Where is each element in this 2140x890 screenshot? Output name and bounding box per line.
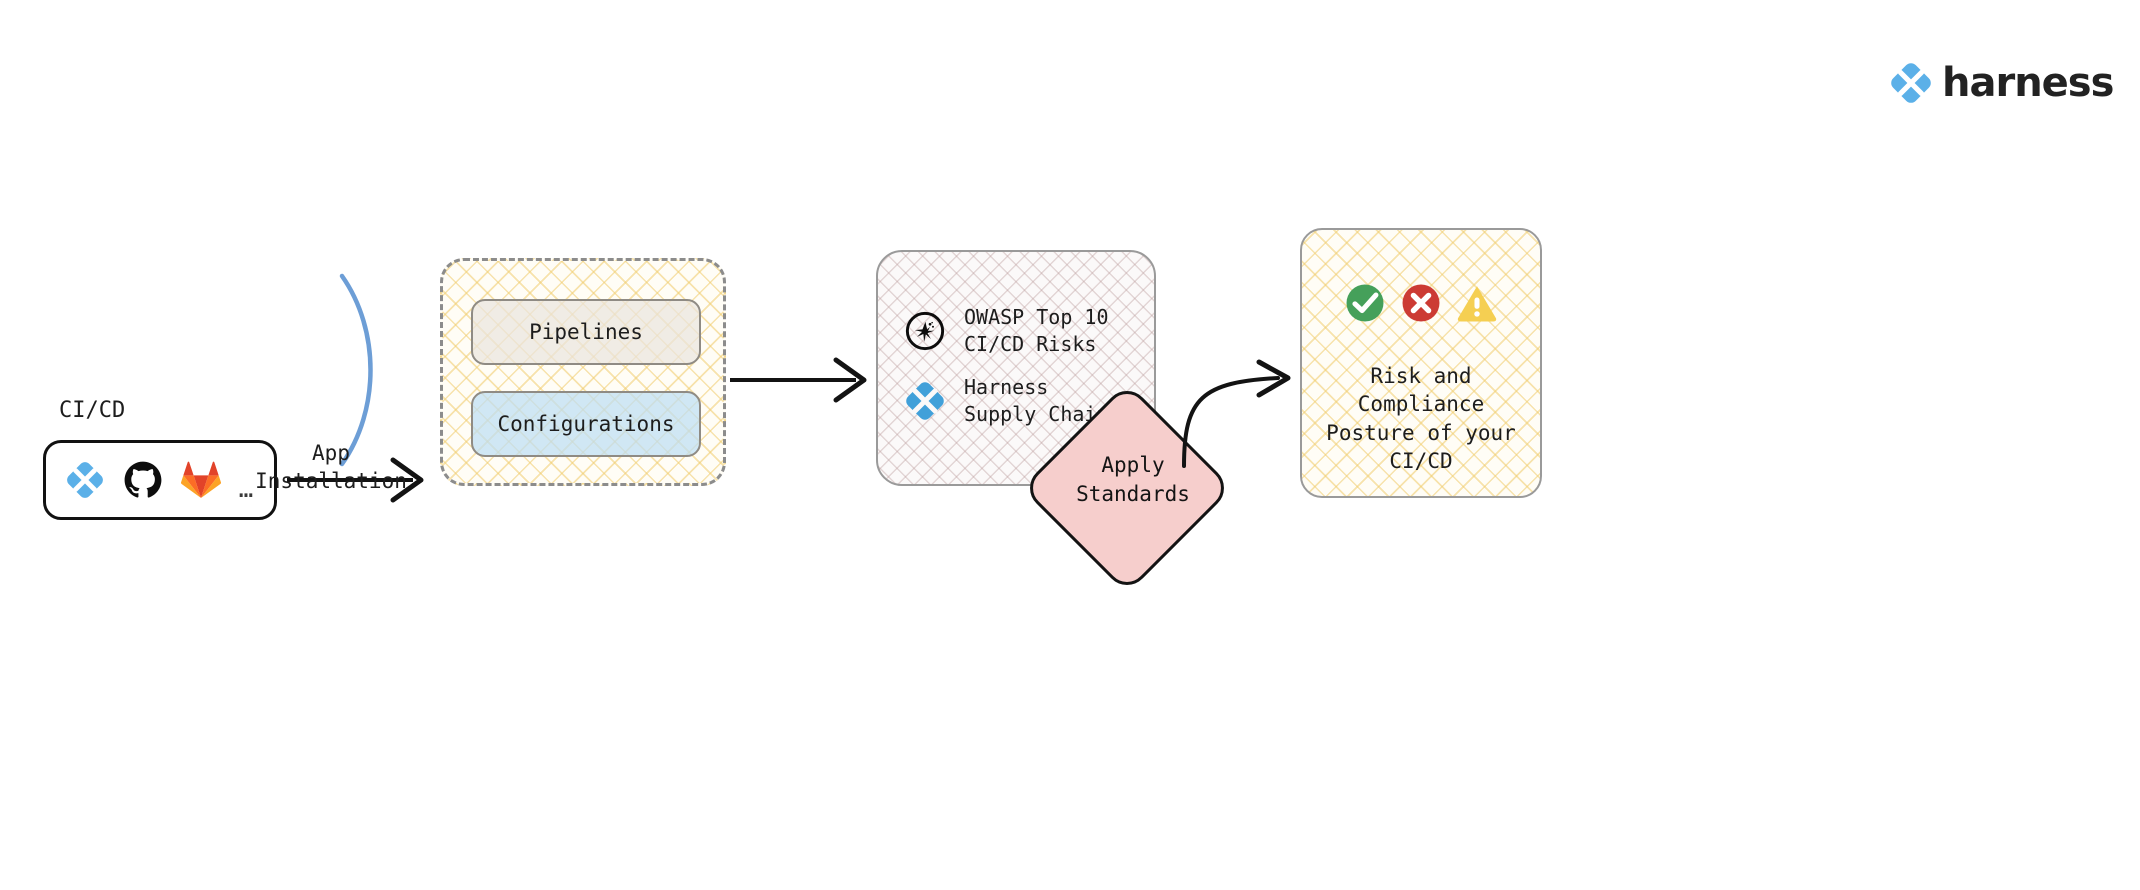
github-icon [124, 461, 162, 498]
harness-brand-logo: harness [1890, 60, 2114, 106]
check-circle-icon [1346, 284, 1384, 322]
standard-owasp-line1: OWASP Top 10 [964, 305, 1109, 329]
arrow-source-to-artifacts [287, 457, 424, 503]
gitlab-icon [180, 461, 221, 498]
result-container: Risk and Compliance Posture of your CI/C… [1300, 228, 1542, 498]
standard-owasp: OWASP Top 10 CI/CD Risks [904, 304, 1109, 358]
standard-owasp-line2: CI/CD Risks [964, 332, 1097, 356]
standard-harness-line1: Harness [964, 375, 1049, 399]
card-pipelines-label: Pipelines [529, 320, 643, 344]
card-configurations[interactable]: Configurations [471, 391, 701, 457]
cicd-tools-box: … [43, 440, 277, 520]
artifacts-container: Pipelines Configurations [440, 258, 726, 486]
harness-icon [66, 462, 103, 498]
apply-standards-line2: Standards [1076, 481, 1190, 506]
cicd-caption: CI/CD [59, 398, 126, 423]
harness-icon [906, 382, 944, 420]
card-configurations-label: Configurations [497, 412, 675, 436]
error-circle-icon [1402, 284, 1440, 322]
status-icon-group [1302, 282, 1540, 324]
app-installation-line2: Installation [255, 468, 407, 493]
app-installation-line1: App [312, 441, 350, 465]
standard-owasp-text: OWASP Top 10 CI/CD Risks [964, 304, 1109, 358]
owasp-icon [905, 311, 945, 351]
apply-standards-line1: Apply [1101, 453, 1165, 477]
warning-triangle-icon [1457, 286, 1497, 322]
card-pipelines[interactable]: Pipelines [471, 299, 701, 365]
more-tools-ellipsis: … [238, 475, 256, 503]
result-description: Risk and Compliance Posture of your CI/C… [1326, 364, 1516, 474]
app-installation-membrane-icon [339, 273, 373, 467]
arrow-standards-to-result [1182, 359, 1291, 468]
brand-name: harness [1942, 60, 2114, 106]
arrow-artifacts-to-standards [730, 357, 867, 403]
harness-diamond-icon [1891, 63, 1931, 103]
